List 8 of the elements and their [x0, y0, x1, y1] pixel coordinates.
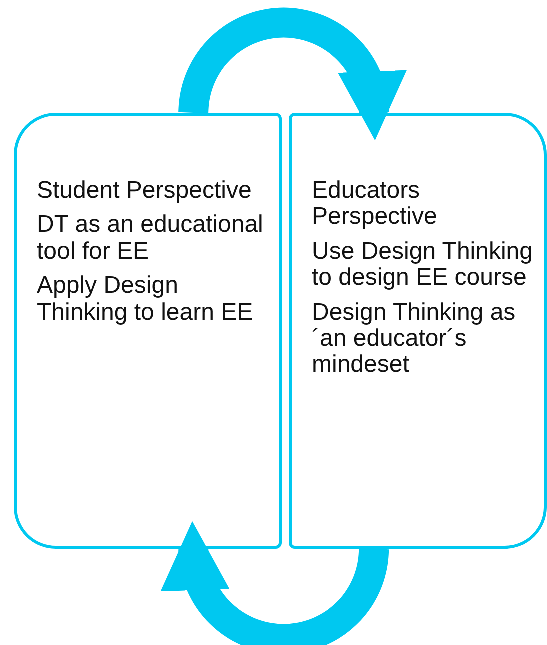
panel-text: Design Thinking as´an educator´s mindeset: [312, 300, 517, 379]
panel-heading: Educators Perspective: [312, 178, 438, 231]
panel-text: DT as an educational tool for EE: [37, 212, 264, 266]
panel-text: Apply Design Thinking to learn EE: [37, 273, 254, 326]
panel-heading: Student Perspective: [37, 178, 253, 204]
perspective-panel: [14, 113, 282, 549]
panel-text: Use Design Thinking to design EE course: [312, 238, 534, 292]
perspective-panel: [289, 113, 547, 549]
